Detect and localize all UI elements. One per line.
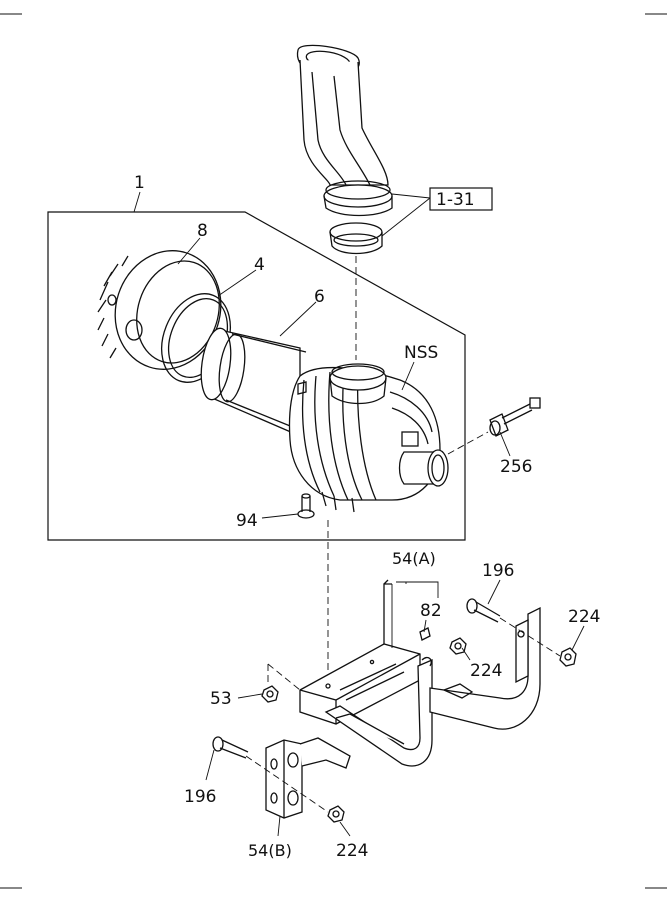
filter-element-part-6	[200, 327, 307, 437]
bracket-part-54a	[299, 579, 541, 767]
callout-nss: NSS	[404, 343, 438, 363]
callout-54b: 54(B)	[248, 841, 292, 860]
callout-196-bottom: 196	[184, 787, 216, 807]
callout-224-mid: 224	[470, 661, 502, 681]
nut-part-53	[261, 685, 279, 703]
bolt-part-196-bottom	[212, 736, 249, 759]
callout-1: 1	[134, 173, 145, 193]
stud-part-94	[297, 493, 315, 519]
nut-part-224-right	[559, 647, 577, 667]
leader-lines	[133, 191, 585, 837]
callout-196-top: 196	[482, 561, 514, 581]
nut-part-224-bottom	[327, 805, 345, 823]
assembly-boundary	[47, 211, 466, 541]
callout-53: 53	[210, 689, 232, 709]
clip-part-82	[419, 627, 431, 641]
callout-6: 6	[314, 287, 325, 307]
callout-54a: 54(A)	[392, 549, 436, 568]
corner-marks	[0, 13, 667, 889]
callout-1-31: 1-31	[436, 190, 475, 210]
bracket-part-54b	[265, 737, 351, 819]
intake-duct	[296, 44, 393, 217]
callout-8: 8	[197, 221, 208, 241]
ref-box-1-31	[429, 187, 493, 211]
nut-part-224-mid	[449, 637, 467, 655]
callout-4: 4	[254, 255, 265, 275]
cap-part-8	[97, 250, 222, 370]
callout-224-right: 224	[568, 607, 600, 627]
adapter-ring	[329, 222, 383, 255]
callout-82: 82	[420, 601, 442, 621]
callout-224-bottom: 224	[336, 841, 368, 861]
connector-part-256	[489, 397, 541, 437]
callout-94: 94	[236, 511, 258, 531]
callout-256: 256	[500, 457, 532, 477]
air-cleaner-body	[288, 363, 449, 513]
bolt-part-196-top	[466, 598, 501, 623]
